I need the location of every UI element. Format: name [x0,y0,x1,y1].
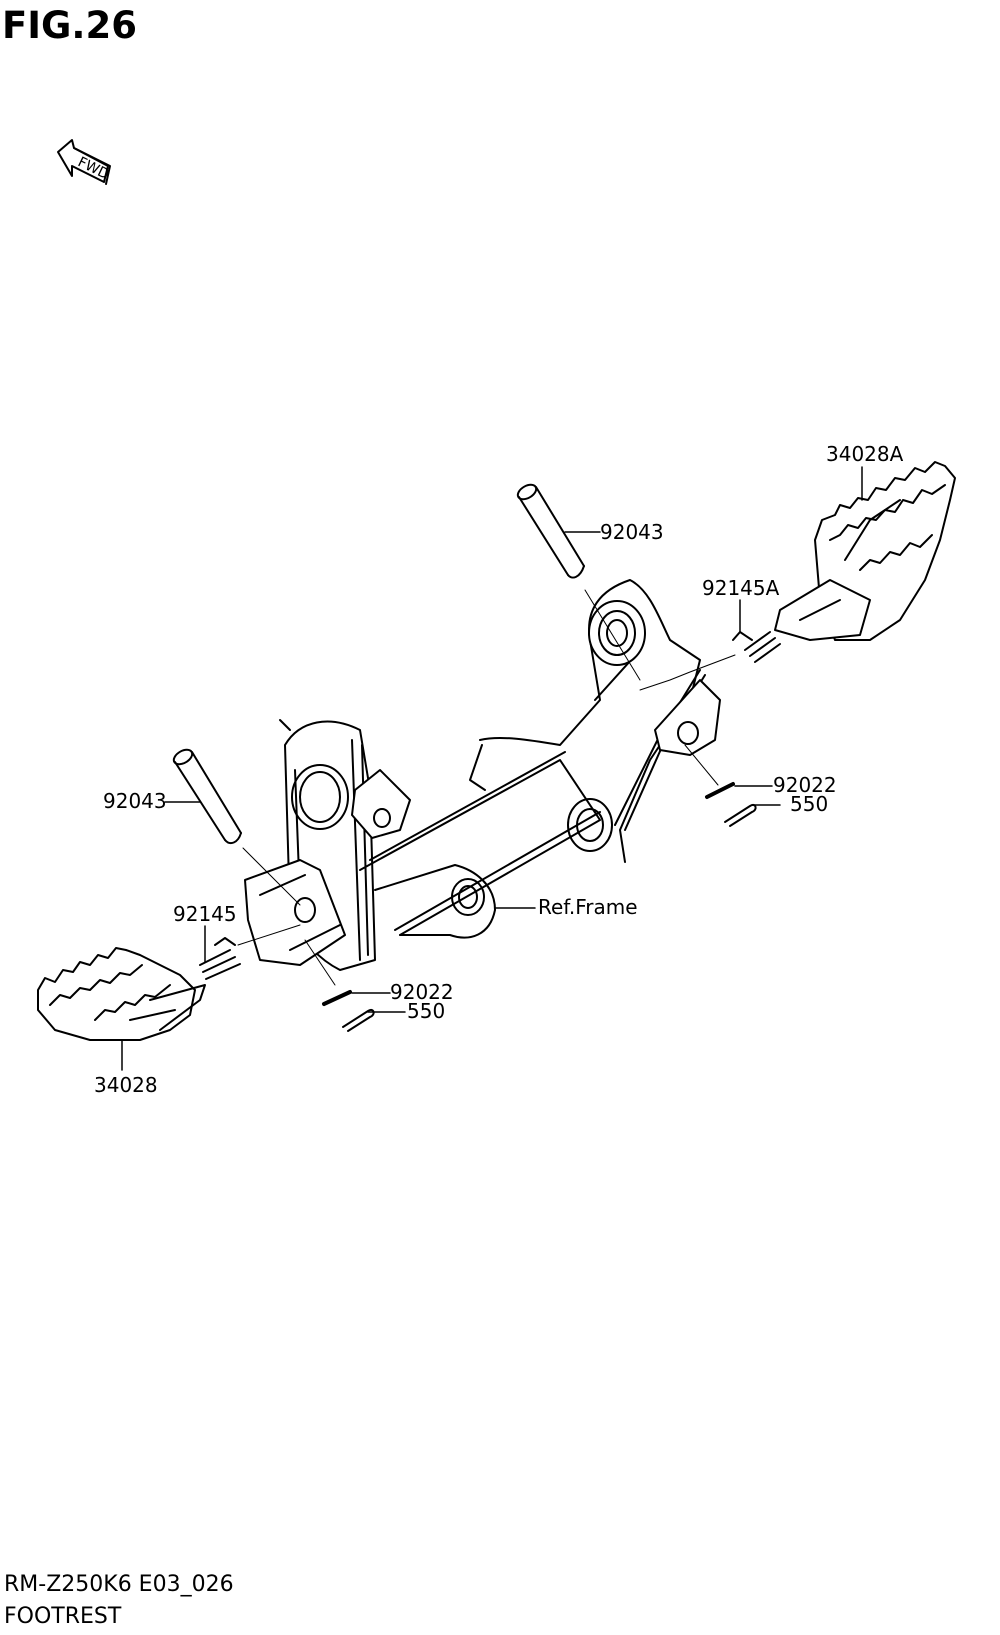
assembly-lines [237,589,736,986]
figure-title: FIG.26 [2,4,137,47]
callout-washer-right: 92022 [773,773,837,797]
callout-pin-left: 92043 [103,789,167,813]
callout-cotter-left: 550 [407,999,445,1023]
spring-left [199,937,241,980]
leader-lines [121,466,863,1071]
right-pivot-bearing [588,600,646,666]
callout-footrest-left: 34028 [94,1073,158,1097]
left-pivot-bearing [291,764,349,830]
spring-right [732,631,781,663]
washer-left [322,990,352,1006]
fwd-arrow-icon: FWD [57,139,111,185]
left-mount-bracket [244,859,346,966]
callout-washer-left: 92022 [390,980,454,1004]
callout-pin-right: 92043 [600,520,664,544]
callout-spring-left: 92145 [173,902,237,926]
cotter-pin-left [342,1008,375,1032]
footrest-left [37,947,206,1041]
footer-model-code: RM-Z250K6 E03_026 [4,1572,234,1597]
frame [279,579,721,971]
pin-left [172,748,242,845]
washer-right [705,782,735,799]
callout-spring-right: 92145A [702,576,780,600]
callout-footrest-right: 34028A [826,442,904,466]
footer-section-name: FOOTREST [4,1604,122,1629]
cotter-pin-right [724,803,757,827]
callout-cotter-right: 550 [790,792,828,816]
pin-right [516,483,585,579]
callout-frame-ref: Ref.Frame [538,895,638,919]
footrest-right [774,461,956,641]
